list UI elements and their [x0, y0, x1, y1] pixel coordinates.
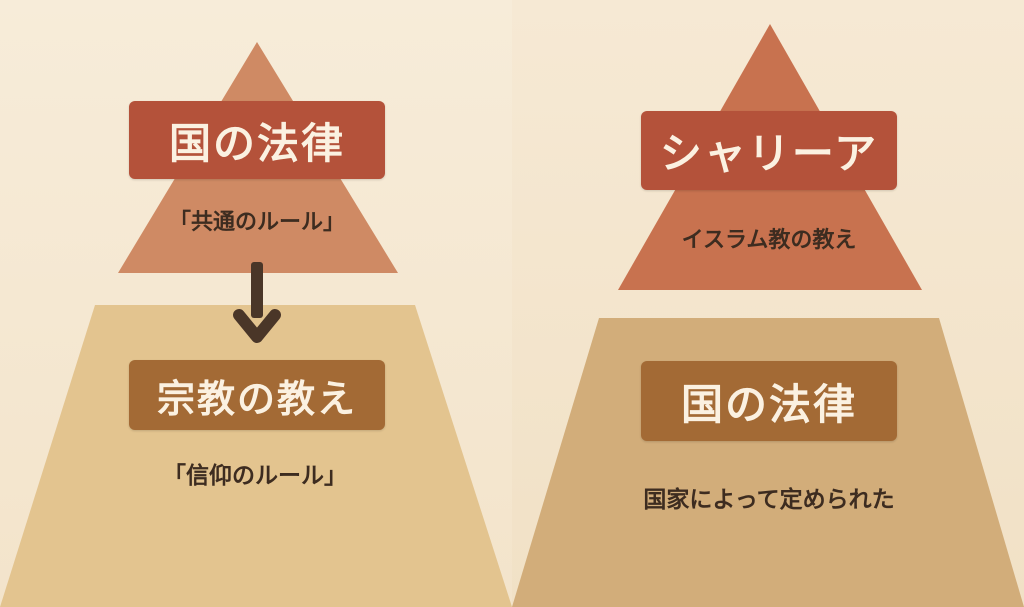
left-top-label: 国の法律 [129, 101, 385, 179]
left-shapes [0, 42, 512, 607]
right-bottom-label: 国の法律 [641, 361, 897, 441]
right-top-label: シャリーア [641, 111, 897, 190]
left-top-caption: 「共通のルール」 [168, 210, 345, 235]
left-bottom-caption: 「信仰のルール」 [163, 463, 347, 489]
right-diagram: シャリーア イスラム教の教え 国の法律 国家によって定められた [512, 0, 1024, 607]
right-top-caption: イスラム教の教え [681, 228, 857, 253]
right-shapes [512, 24, 1024, 607]
left-diagram: 国の法律 「共通のルール」 宗教の教え 「信仰のルール」 [0, 0, 512, 607]
left-bottom-label: 宗教の教え [129, 360, 385, 430]
arrow-down-icon [233, 262, 281, 343]
right-bottom-caption: 国家によって定められた [643, 487, 895, 513]
